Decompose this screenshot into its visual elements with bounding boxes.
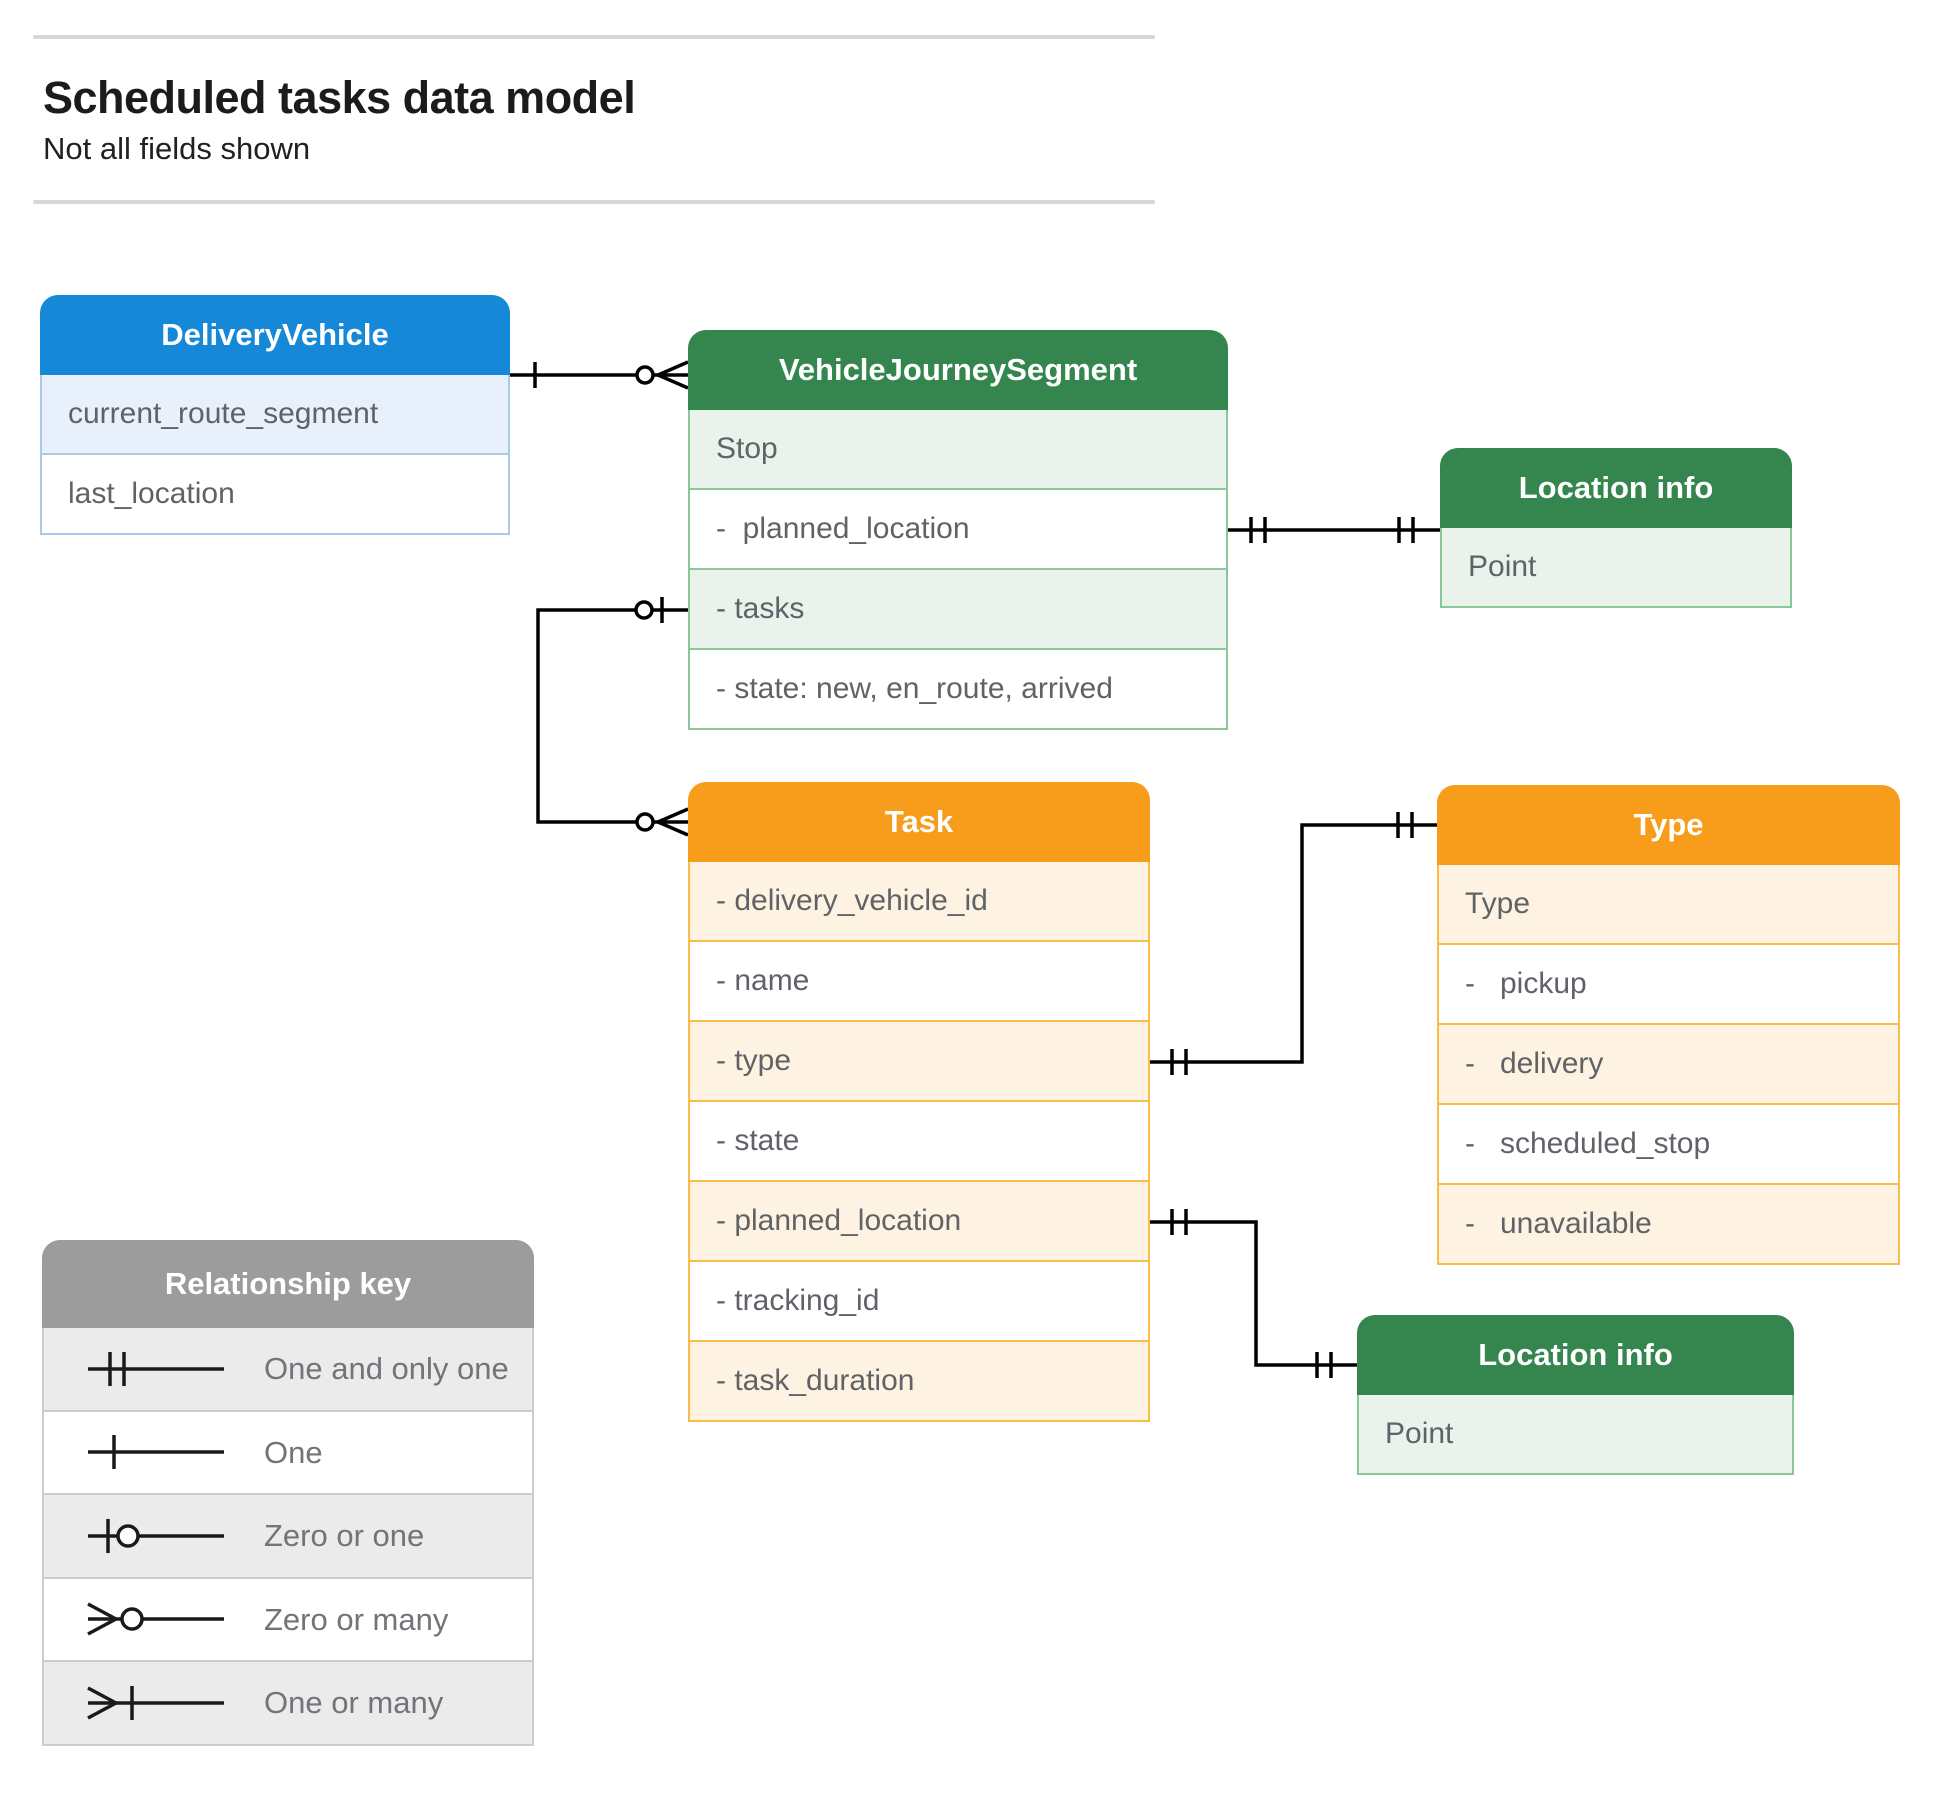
field-type: - type: [690, 1020, 1148, 1100]
entity-title: VehicleJourneySegment: [688, 330, 1228, 410]
connector-task-type: [1150, 812, 1437, 1075]
one-and-only-one-icon: [1249, 517, 1267, 543]
page-title: Scheduled tasks data model: [43, 72, 636, 123]
field-tracking-id: - tracking_id: [690, 1260, 1148, 1340]
zero-or-many-icon: [635, 807, 689, 837]
field-planned-location: - planned_location: [690, 1180, 1148, 1260]
entity-location-info-bottom: Location info Point: [1357, 1315, 1794, 1475]
one-and-only-one-icon: [1170, 1209, 1188, 1235]
field-planned-location: - planned_location: [690, 488, 1226, 568]
one-and-only-one-icon: [1170, 1049, 1188, 1075]
entity-location-info-top: Location info Point: [1440, 448, 1792, 608]
legend-item-one: One: [44, 1409, 532, 1493]
field-tasks: - tasks: [690, 568, 1226, 648]
zero-or-one-icon: [88, 1518, 224, 1553]
entity-title: Task: [688, 782, 1150, 862]
field-task-duration: - task_duration: [690, 1340, 1148, 1420]
zero-or-one-icon: [634, 597, 664, 623]
zero-or-many-icon: [87, 1602, 224, 1636]
connector-task-locationinfo-bottom: [1150, 1209, 1357, 1378]
legend-label: One or many: [264, 1685, 444, 1720]
one-or-many-icon: [87, 1685, 224, 1720]
field-type-enum: Type: [1439, 865, 1898, 943]
entity-delivery-vehicle: DeliveryVehicle current_route_segment la…: [40, 295, 510, 535]
entity-vehicle-journey-segment: VehicleJourneySegment Stop - planned_loc…: [688, 330, 1228, 730]
legend-item-zero-or-one: Zero or one: [44, 1493, 532, 1577]
field-current-route-segment: current_route_segment: [42, 375, 508, 453]
zero-or-many-icon: [635, 360, 689, 390]
one-icon: [88, 1435, 224, 1470]
one-and-only-one-icon: [1315, 1352, 1333, 1378]
field-point: Point: [1442, 528, 1790, 606]
one-and-only-one-icon: [1396, 812, 1414, 838]
entity-type: Type Type - pickup - delivery - schedule…: [1437, 785, 1900, 1265]
entity-title: DeliveryVehicle: [40, 295, 510, 375]
field-state: - state: [690, 1100, 1148, 1180]
field-pickup: - pickup: [1439, 943, 1898, 1023]
top-divider: [33, 35, 1155, 39]
field-last-location: last_location: [42, 453, 508, 533]
legend-label: One and only one: [264, 1351, 509, 1386]
legend-label: One: [264, 1434, 323, 1470]
legend-item-one-and-only-one: One and only one: [44, 1328, 532, 1410]
connector-vjs-locationinfo-top: [1228, 517, 1440, 543]
field-scheduled-stop: - scheduled_stop: [1439, 1103, 1898, 1183]
relationship-key-title: Relationship key: [42, 1240, 534, 1328]
one-and-only-one-icon: [1397, 517, 1415, 543]
field-point: Point: [1359, 1395, 1792, 1473]
field-stop: Stop: [690, 410, 1226, 488]
connector-deliveryvehicle-vehiclejourneysegment: [510, 360, 689, 390]
field-delivery: - delivery: [1439, 1023, 1898, 1103]
subtitle-divider: [33, 200, 1155, 204]
one-and-only-one-icon: [88, 1351, 224, 1386]
field-state: - state: new, en_route, arrived: [690, 648, 1226, 728]
relationship-key: Relationship key One and only one One: [42, 1240, 534, 1746]
entity-title: Type: [1437, 785, 1900, 865]
legend-label: Zero or one: [264, 1518, 425, 1553]
entity-task: Task - delivery_vehicle_id - name - type…: [688, 782, 1150, 1422]
entity-title: Location info: [1357, 1315, 1794, 1395]
entity-title: Location info: [1440, 448, 1792, 528]
legend-item-zero-or-many: Zero or many: [44, 1576, 532, 1660]
legend-label: Zero or many: [264, 1601, 449, 1637]
field-name: - name: [690, 940, 1148, 1020]
field-delivery-vehicle-id: - delivery_vehicle_id: [690, 862, 1148, 940]
page-subtitle: Not all fields shown: [43, 131, 311, 166]
connector-vjs-task: [536, 597, 689, 837]
field-unavailable: - unavailable: [1439, 1183, 1898, 1263]
legend-item-one-or-many: One or many: [44, 1660, 532, 1744]
